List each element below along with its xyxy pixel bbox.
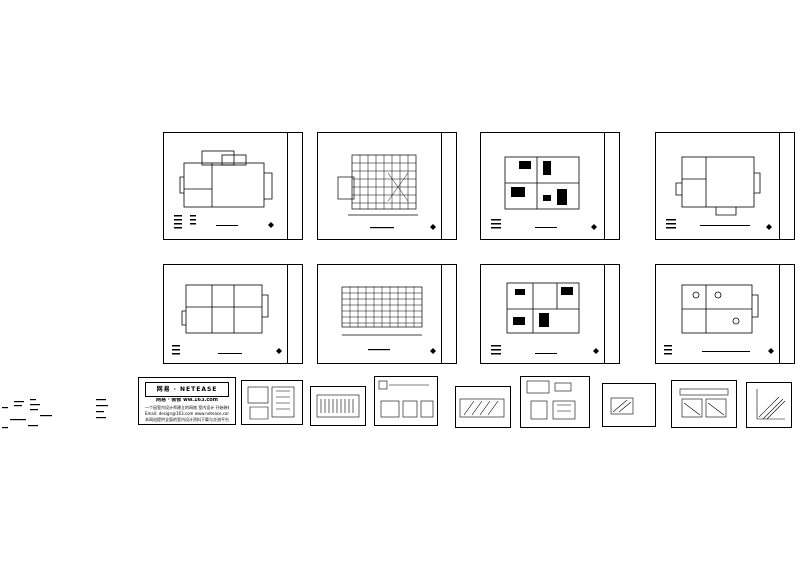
furniture-plan-drawing	[491, 156, 597, 230]
plan-sheet-5	[163, 264, 303, 364]
plan-sheet-4	[655, 132, 795, 240]
wall-plan-drawing	[666, 156, 772, 230]
plan-sheet-1	[163, 132, 303, 240]
title-strip	[779, 132, 795, 240]
plan-sheet-8	[655, 264, 795, 364]
detail-sheet-6	[602, 383, 656, 427]
detail-drawing	[378, 380, 434, 418]
title-strip	[441, 132, 457, 240]
margin-notes	[2, 399, 108, 429]
title-block-line-2: 一个因室内设计师建立的网络 室内设计 开始装修	[145, 405, 229, 410]
detail-sheet-8	[746, 382, 792, 428]
detail-drawing	[526, 380, 576, 420]
detail-drawing	[316, 394, 360, 418]
plan-sheet-6	[317, 264, 457, 364]
detail-sheet-5	[520, 376, 590, 428]
title-block-line-3: Email: design@163.com www.netease.com	[145, 411, 229, 416]
detail-sheet-2	[310, 386, 366, 426]
detail-sheet-4	[455, 386, 511, 428]
title-strip	[779, 264, 795, 364]
detail-sheet-7	[671, 380, 737, 428]
floor-tile-drawing	[337, 154, 436, 230]
title-strip	[441, 264, 457, 364]
title-strip	[604, 132, 620, 240]
title-strip	[604, 264, 620, 364]
plan-sheet-3	[480, 132, 620, 240]
title-block-heading: 网易 · NETEASE	[145, 382, 229, 397]
detail-drawing	[679, 388, 729, 418]
electrical-plan-drawing	[664, 284, 774, 355]
detail-drawing	[459, 398, 505, 418]
title-strip	[287, 132, 303, 240]
title-block-line-1: 网易 · 装修 ww.163.com	[156, 398, 218, 403]
title-strip	[287, 264, 303, 364]
detail-sheet-1	[241, 380, 303, 425]
furniture-plan-drawing	[491, 282, 599, 355]
plan-sheet-2	[317, 132, 457, 240]
detail-sheet-3	[374, 376, 438, 426]
plan-sheet-7	[480, 264, 620, 364]
floor-plan-drawing	[174, 150, 274, 229]
layout-plan-drawing	[172, 284, 282, 355]
title-block: 网易 · NETEASE 网易 · 装修 ww.163.com 一个因室内设计师…	[138, 377, 236, 425]
ceiling-plan-drawing	[341, 286, 436, 354]
detail-drawing	[610, 397, 634, 415]
title-block-line-4: 本网站提供全面的室内设计资料下载与交流平台	[145, 417, 229, 422]
detail-drawing	[247, 386, 295, 420]
detail-drawing	[756, 389, 786, 420]
